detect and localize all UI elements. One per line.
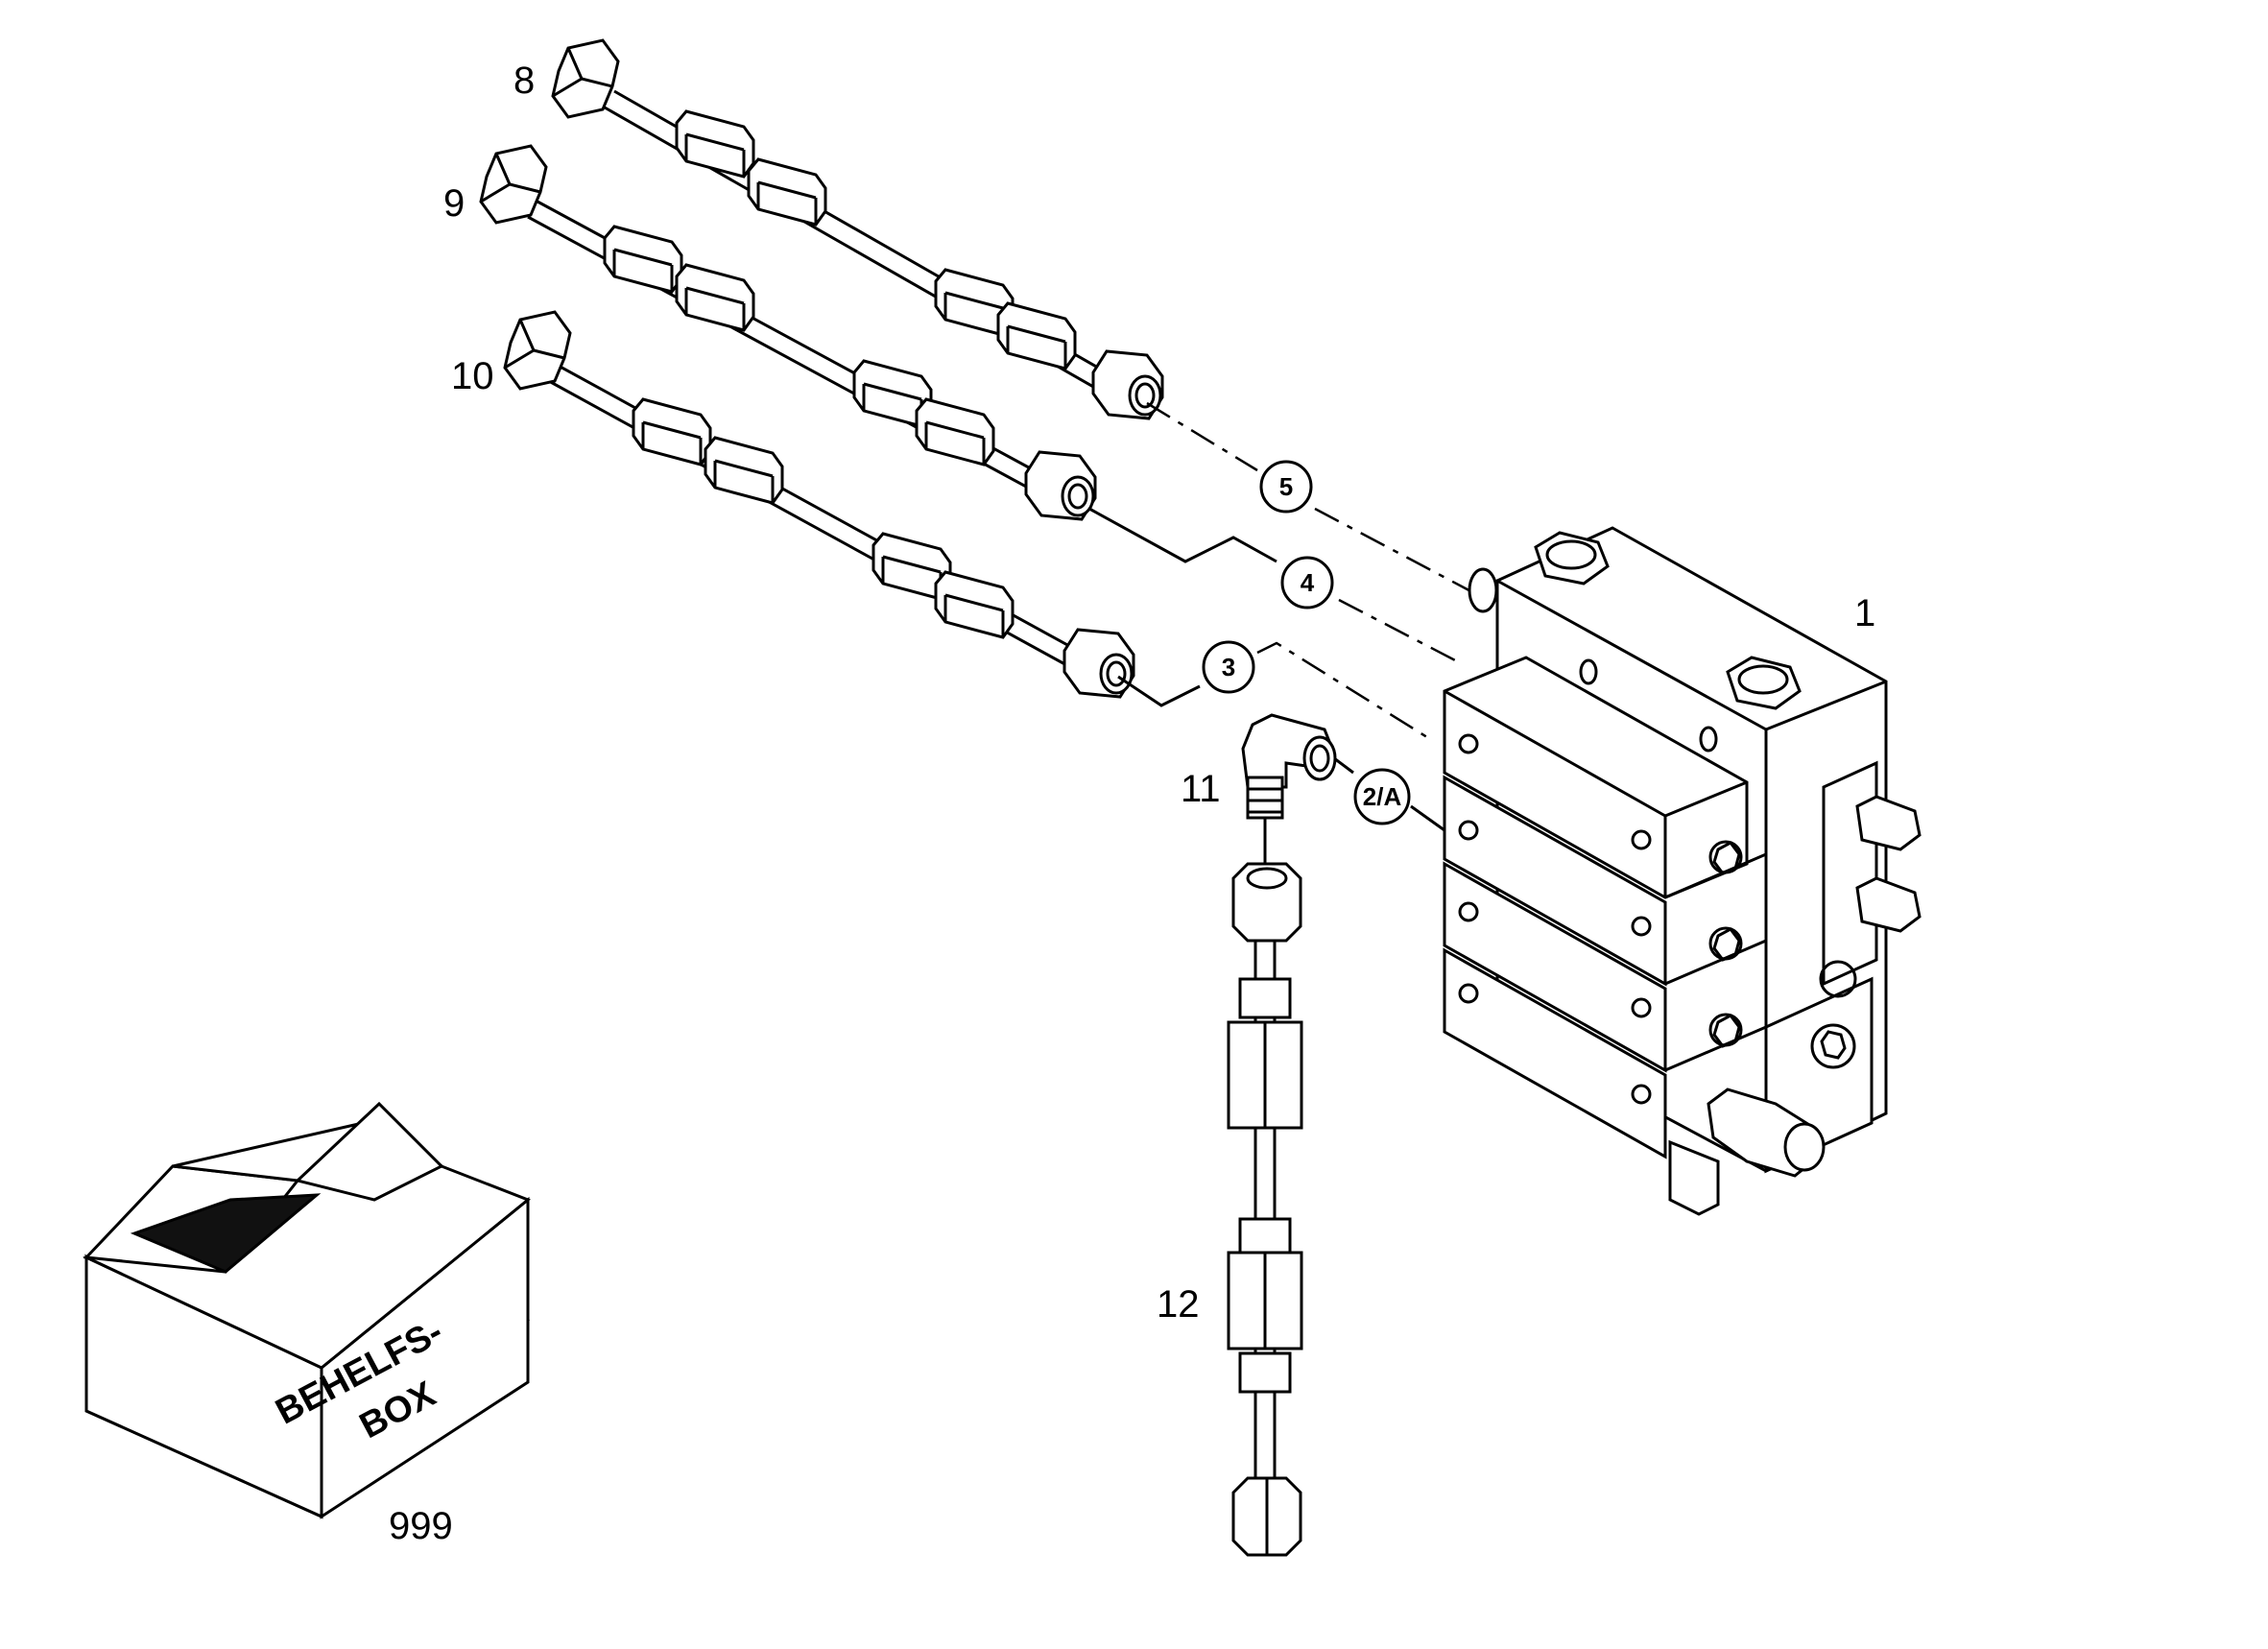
part-label-1: 1 — [1854, 592, 1875, 634]
distributor-block-1 — [1443, 526, 1922, 1216]
callout-5: 5 — [1259, 460, 1313, 514]
part-label-12: 12 — [1157, 1283, 1200, 1326]
part-label-10: 10 — [451, 355, 494, 397]
callout-4: 4 — [1280, 556, 1334, 609]
callout-4-text: 4 — [1301, 568, 1315, 597]
part-label-11: 11 — [1181, 768, 1221, 810]
callout-2a-text: 2/A — [1363, 782, 1402, 811]
pipe-assembly-10 — [503, 310, 1135, 699]
behelfs-box-999: BEHELFS- BOX — [83, 1101, 531, 1519]
callout-3: 3 — [1202, 640, 1255, 694]
pipe-assembly-8 — [551, 38, 1164, 420]
part-label-8: 8 — [513, 60, 535, 102]
elbow-fitting-11 — [1241, 713, 1337, 820]
pipe-assembly-12 — [1227, 862, 1303, 1557]
callout-5-text: 5 — [1279, 472, 1293, 501]
connection-lines — [1088, 401, 1479, 869]
callout-2a: 2/A — [1353, 768, 1411, 825]
part-label-999: 999 — [389, 1505, 453, 1547]
callout-3-text: 3 — [1222, 653, 1235, 681]
part-label-9: 9 — [443, 182, 465, 225]
pipe-assembly-9 — [479, 144, 1097, 521]
